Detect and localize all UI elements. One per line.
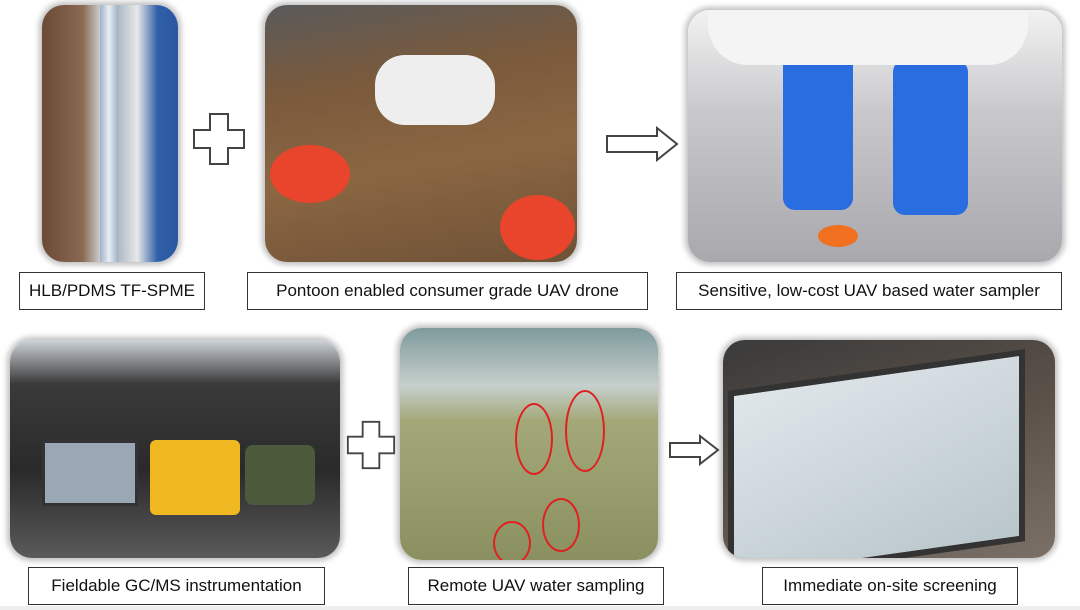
arrow-right-icon [669,434,720,466]
photo-gcms [10,340,340,558]
highlight-circle [515,403,553,475]
photo-remote-sampling [400,328,658,560]
photo-drone [265,5,577,262]
caption-gcms: Fieldable GC/MS instrumentation [28,567,325,605]
pontoon-left [270,145,350,203]
plus-icon [193,113,245,165]
highlight-circle [565,390,605,472]
caption-drone: Pontoon enabled consumer grade UAV drone [247,272,648,310]
gcms-unit [150,440,240,515]
drone-body [708,10,1028,65]
caption-remote-sampling: Remote UAV water sampling [408,567,664,605]
laptop-screen [728,349,1025,558]
caption-tf-spme: HLB/PDMS TF-SPME [19,272,205,310]
caption-sampler: Sensitive, low-cost UAV based water samp… [676,272,1062,310]
tf-spme-tube [100,5,118,262]
highlight-circle [542,498,580,552]
pontoon-right [500,195,575,260]
sampler-float [818,225,858,247]
photo-screening [723,340,1055,558]
laptop [42,440,138,506]
instrument-case [245,445,315,505]
arrow-right-icon [606,126,679,162]
foam-left [783,50,853,210]
plus-icon [346,420,396,470]
foam-right [893,60,968,215]
photo-sampler [688,10,1062,262]
highlight-circle [493,521,531,560]
photo-tf-spme [42,5,178,262]
caption-screening: Immediate on-site screening [762,567,1018,605]
bottom-strip [0,606,1080,610]
drone-body [375,55,495,125]
